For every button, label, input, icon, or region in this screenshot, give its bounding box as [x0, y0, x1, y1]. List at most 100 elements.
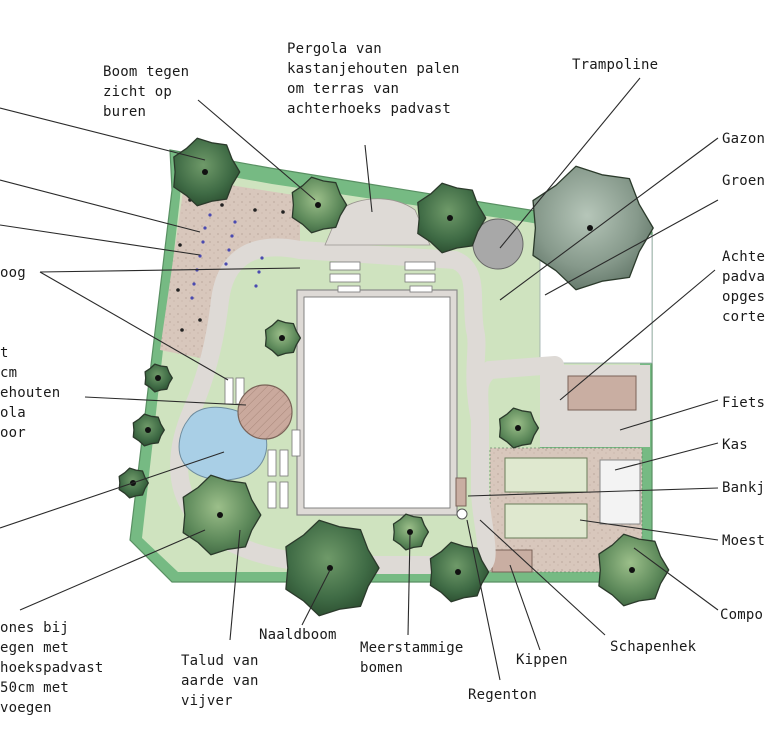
plant-dot [203, 226, 207, 230]
central-lawn-inner [303, 296, 451, 509]
boom-tegen-zicht-tree [173, 137, 241, 207]
planting-dots [176, 198, 285, 332]
label-line: t [0, 345, 9, 361]
label-achterhoeks-padvast: Achte padva opges corte [722, 249, 765, 325]
naaldboom [285, 519, 380, 617]
label-moestuin: Moest [722, 533, 765, 549]
plant-dot [198, 318, 202, 322]
label-line: Groen [722, 173, 765, 189]
label-line: 50cm met [0, 680, 69, 696]
plant-dot [281, 210, 285, 214]
plant-dot [220, 203, 224, 207]
raised-bed-2 [504, 503, 588, 539]
tree-trunk [145, 427, 151, 433]
shrub-path [264, 319, 302, 357]
label-meerstammige: Meerstammige bomen [360, 640, 464, 676]
label-line: Achte [722, 249, 765, 265]
label-line: achterhoeks padvast [287, 101, 451, 117]
plant-dot [192, 282, 196, 286]
plant-dot [257, 270, 261, 274]
plant-dot [190, 296, 194, 300]
plant-dot [224, 262, 228, 266]
label-regenton: Regenton [468, 687, 537, 703]
label-schapenhek: Schapenhek [610, 639, 697, 655]
tree-trunk [515, 425, 521, 431]
label-line: oog [0, 265, 26, 281]
tree-trunk [587, 225, 593, 231]
label-line: Fiets [722, 395, 765, 411]
tree-trunk [455, 569, 461, 575]
label-line: bomen [360, 660, 403, 676]
tree-trunk [202, 169, 208, 175]
raised-bed-1 [504, 457, 588, 493]
label-line: Regenton [468, 687, 537, 703]
label-pergola-left: t cm ehouten ola oor [0, 345, 60, 441]
bench [455, 477, 467, 507]
tree-trunk [279, 335, 285, 341]
compost-tree [598, 533, 670, 607]
tree-trunk [217, 512, 223, 518]
label-line: ola [0, 405, 26, 421]
label-line: Meerstammige [360, 640, 464, 656]
label-line: ehouten [0, 385, 60, 401]
tree-trunk [629, 567, 635, 573]
label-line: corte [722, 309, 765, 325]
label-naaldboom: Naaldboom [259, 627, 337, 643]
label-line: ones bij [0, 620, 69, 636]
label-kippen: Kippen [516, 652, 568, 668]
label-line: Naaldboom [259, 627, 337, 643]
talud-tree [182, 474, 262, 556]
tree-trunk [315, 202, 321, 208]
rain-barrel [456, 508, 468, 520]
stepping-stones [224, 261, 436, 509]
label-line: padva [722, 269, 765, 285]
plant-dot [260, 256, 264, 260]
label-line: voegen [0, 700, 52, 716]
shrub-2 [132, 413, 165, 447]
label-line: egen met [0, 640, 69, 656]
label-line: aarde van [181, 673, 259, 689]
label-line: opges [722, 289, 765, 305]
label-gazon: Gazon [722, 131, 765, 147]
leader-lines [0, 77, 719, 681]
plant-dot [233, 220, 237, 224]
label-line: hoekspadvast [0, 660, 104, 676]
plant-dot [208, 213, 212, 217]
plant-dot [178, 243, 182, 247]
label-line: cm [0, 365, 17, 381]
label-line: Talud van [181, 653, 259, 669]
label-line: oor [0, 425, 26, 441]
bench-deck [567, 375, 637, 411]
label-boog: oog [0, 265, 26, 281]
label-line: Pergola van [287, 41, 382, 57]
label-talud: Talud van aarde van vijver [181, 653, 259, 709]
garden-layout [118, 137, 670, 617]
label-line: Bankj [722, 480, 765, 496]
label-line: om terras van [287, 81, 399, 97]
label-groen: Groen [722, 173, 765, 189]
label-line: Gazon [722, 131, 765, 147]
plant-dot [254, 284, 258, 288]
tree-trunk [327, 565, 333, 571]
plant-dot [230, 234, 234, 238]
plant-dot [176, 288, 180, 292]
round-deck [237, 384, 293, 440]
trees [118, 137, 670, 617]
shrub-patio [498, 407, 540, 449]
tree-trunk [407, 529, 413, 535]
label-line: Boom tegen [103, 64, 189, 80]
plant-dot [253, 208, 257, 212]
label-line: vijver [181, 693, 233, 709]
shrub-1 [144, 363, 173, 393]
plant-dot [180, 328, 184, 332]
plant-dot [227, 248, 231, 252]
chicken-coop [491, 549, 533, 573]
tree-canopy [532, 165, 654, 291]
label-line: kastanjehouten palen [287, 61, 460, 77]
tree-top [417, 182, 487, 254]
label-line: Compo [720, 607, 763, 623]
meerstammige-tree [392, 513, 430, 551]
label-line: Kas [722, 437, 748, 453]
label-pergola: Pergola van kastanjehouten palen om terras… [287, 41, 460, 117]
